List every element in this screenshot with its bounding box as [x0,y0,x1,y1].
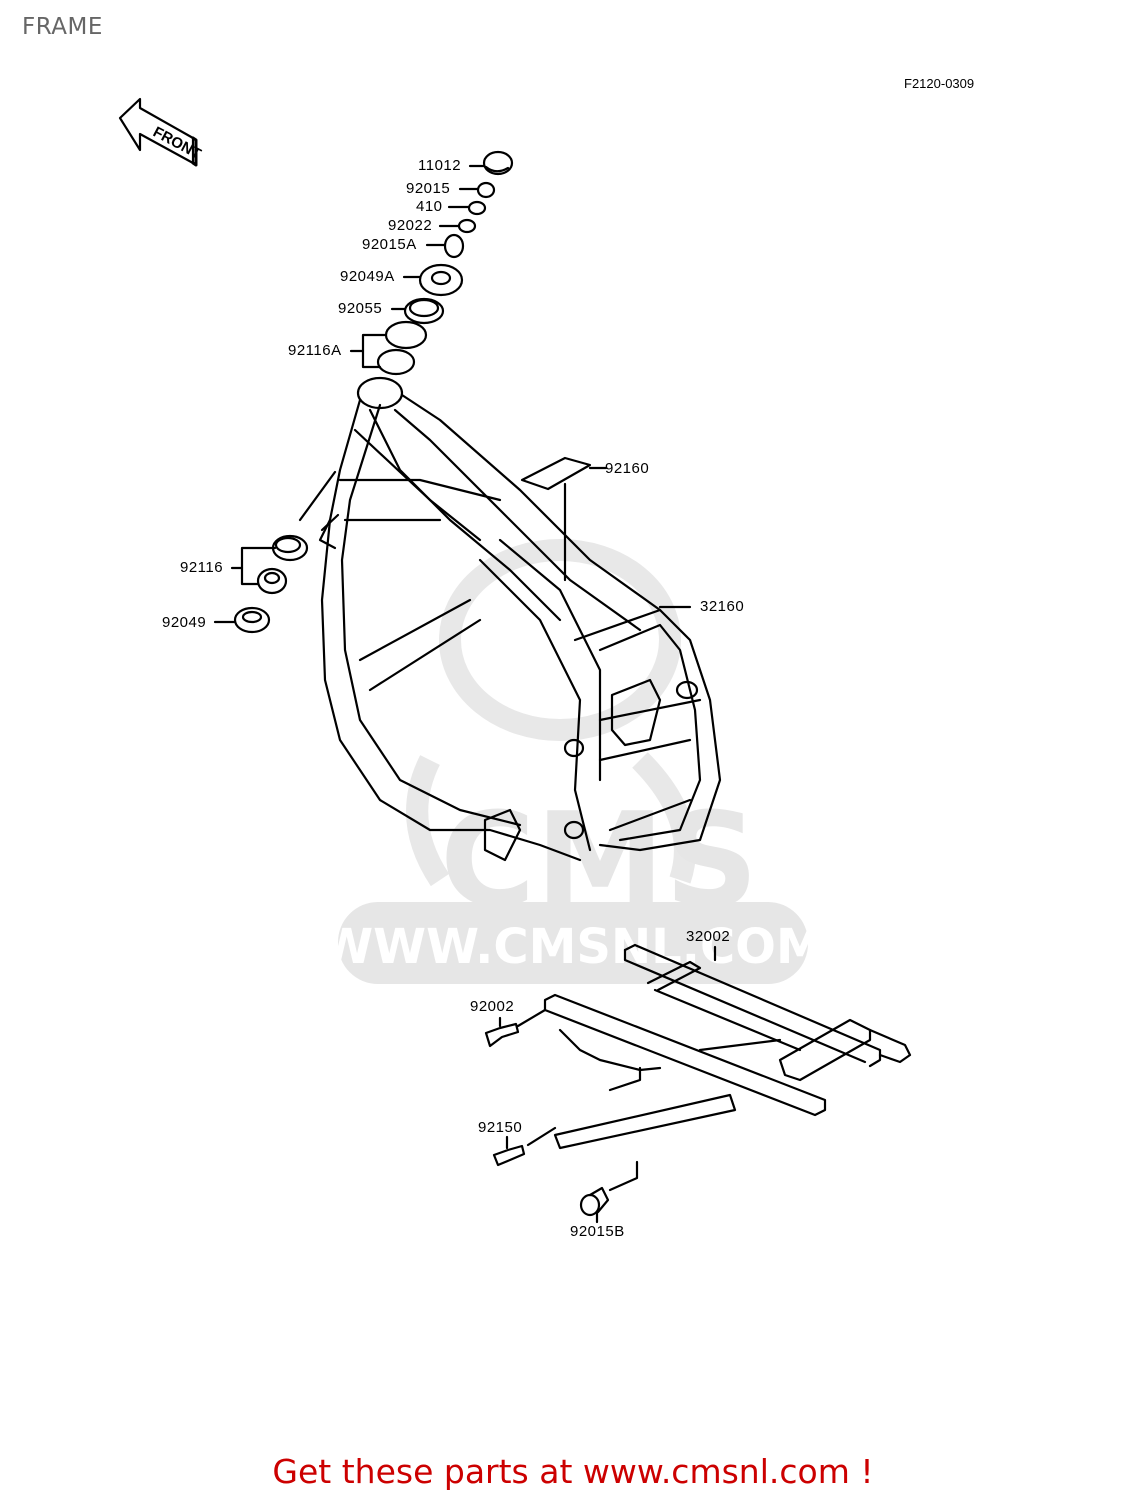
part-label-92015b[interactable]: 92015B [570,1223,625,1240]
part-label-92049[interactable]: 92049 [162,614,207,631]
part-label-92015[interactable]: 92015 [406,180,451,197]
diagram-code: F2120-0309 [904,76,975,91]
svg-text:WWW.CMSNL.COM: WWW.CMSNL.COM [320,919,824,975]
front-arrow-icon [118,97,198,167]
part-label-32160[interactable]: 32160 [700,598,745,615]
part-label-92022[interactable]: 92022 [388,217,433,234]
page-title: FRAME [22,14,103,40]
part-label-92160[interactable]: 92160 [605,460,650,477]
part-label-92002[interactable]: 92002 [470,998,515,1015]
part-label-32002[interactable]: 32002 [686,928,731,945]
part-label-92049a[interactable]: 92049A [340,268,395,285]
part-label-92150[interactable]: 92150 [478,1119,523,1136]
part-label-92015a[interactable]: 92015A [362,236,417,253]
part-label-92116[interactable]: 92116 [180,559,224,576]
part-label-92055[interactable]: 92055 [338,300,383,317]
part-label-92116a[interactable]: 92116A [288,342,342,359]
part-label-11012[interactable]: 11012 [418,157,462,174]
footer-link[interactable]: Get these parts at www.cmsnl.com ! [272,1452,874,1491]
part-label-410[interactable]: 410 [416,198,443,215]
